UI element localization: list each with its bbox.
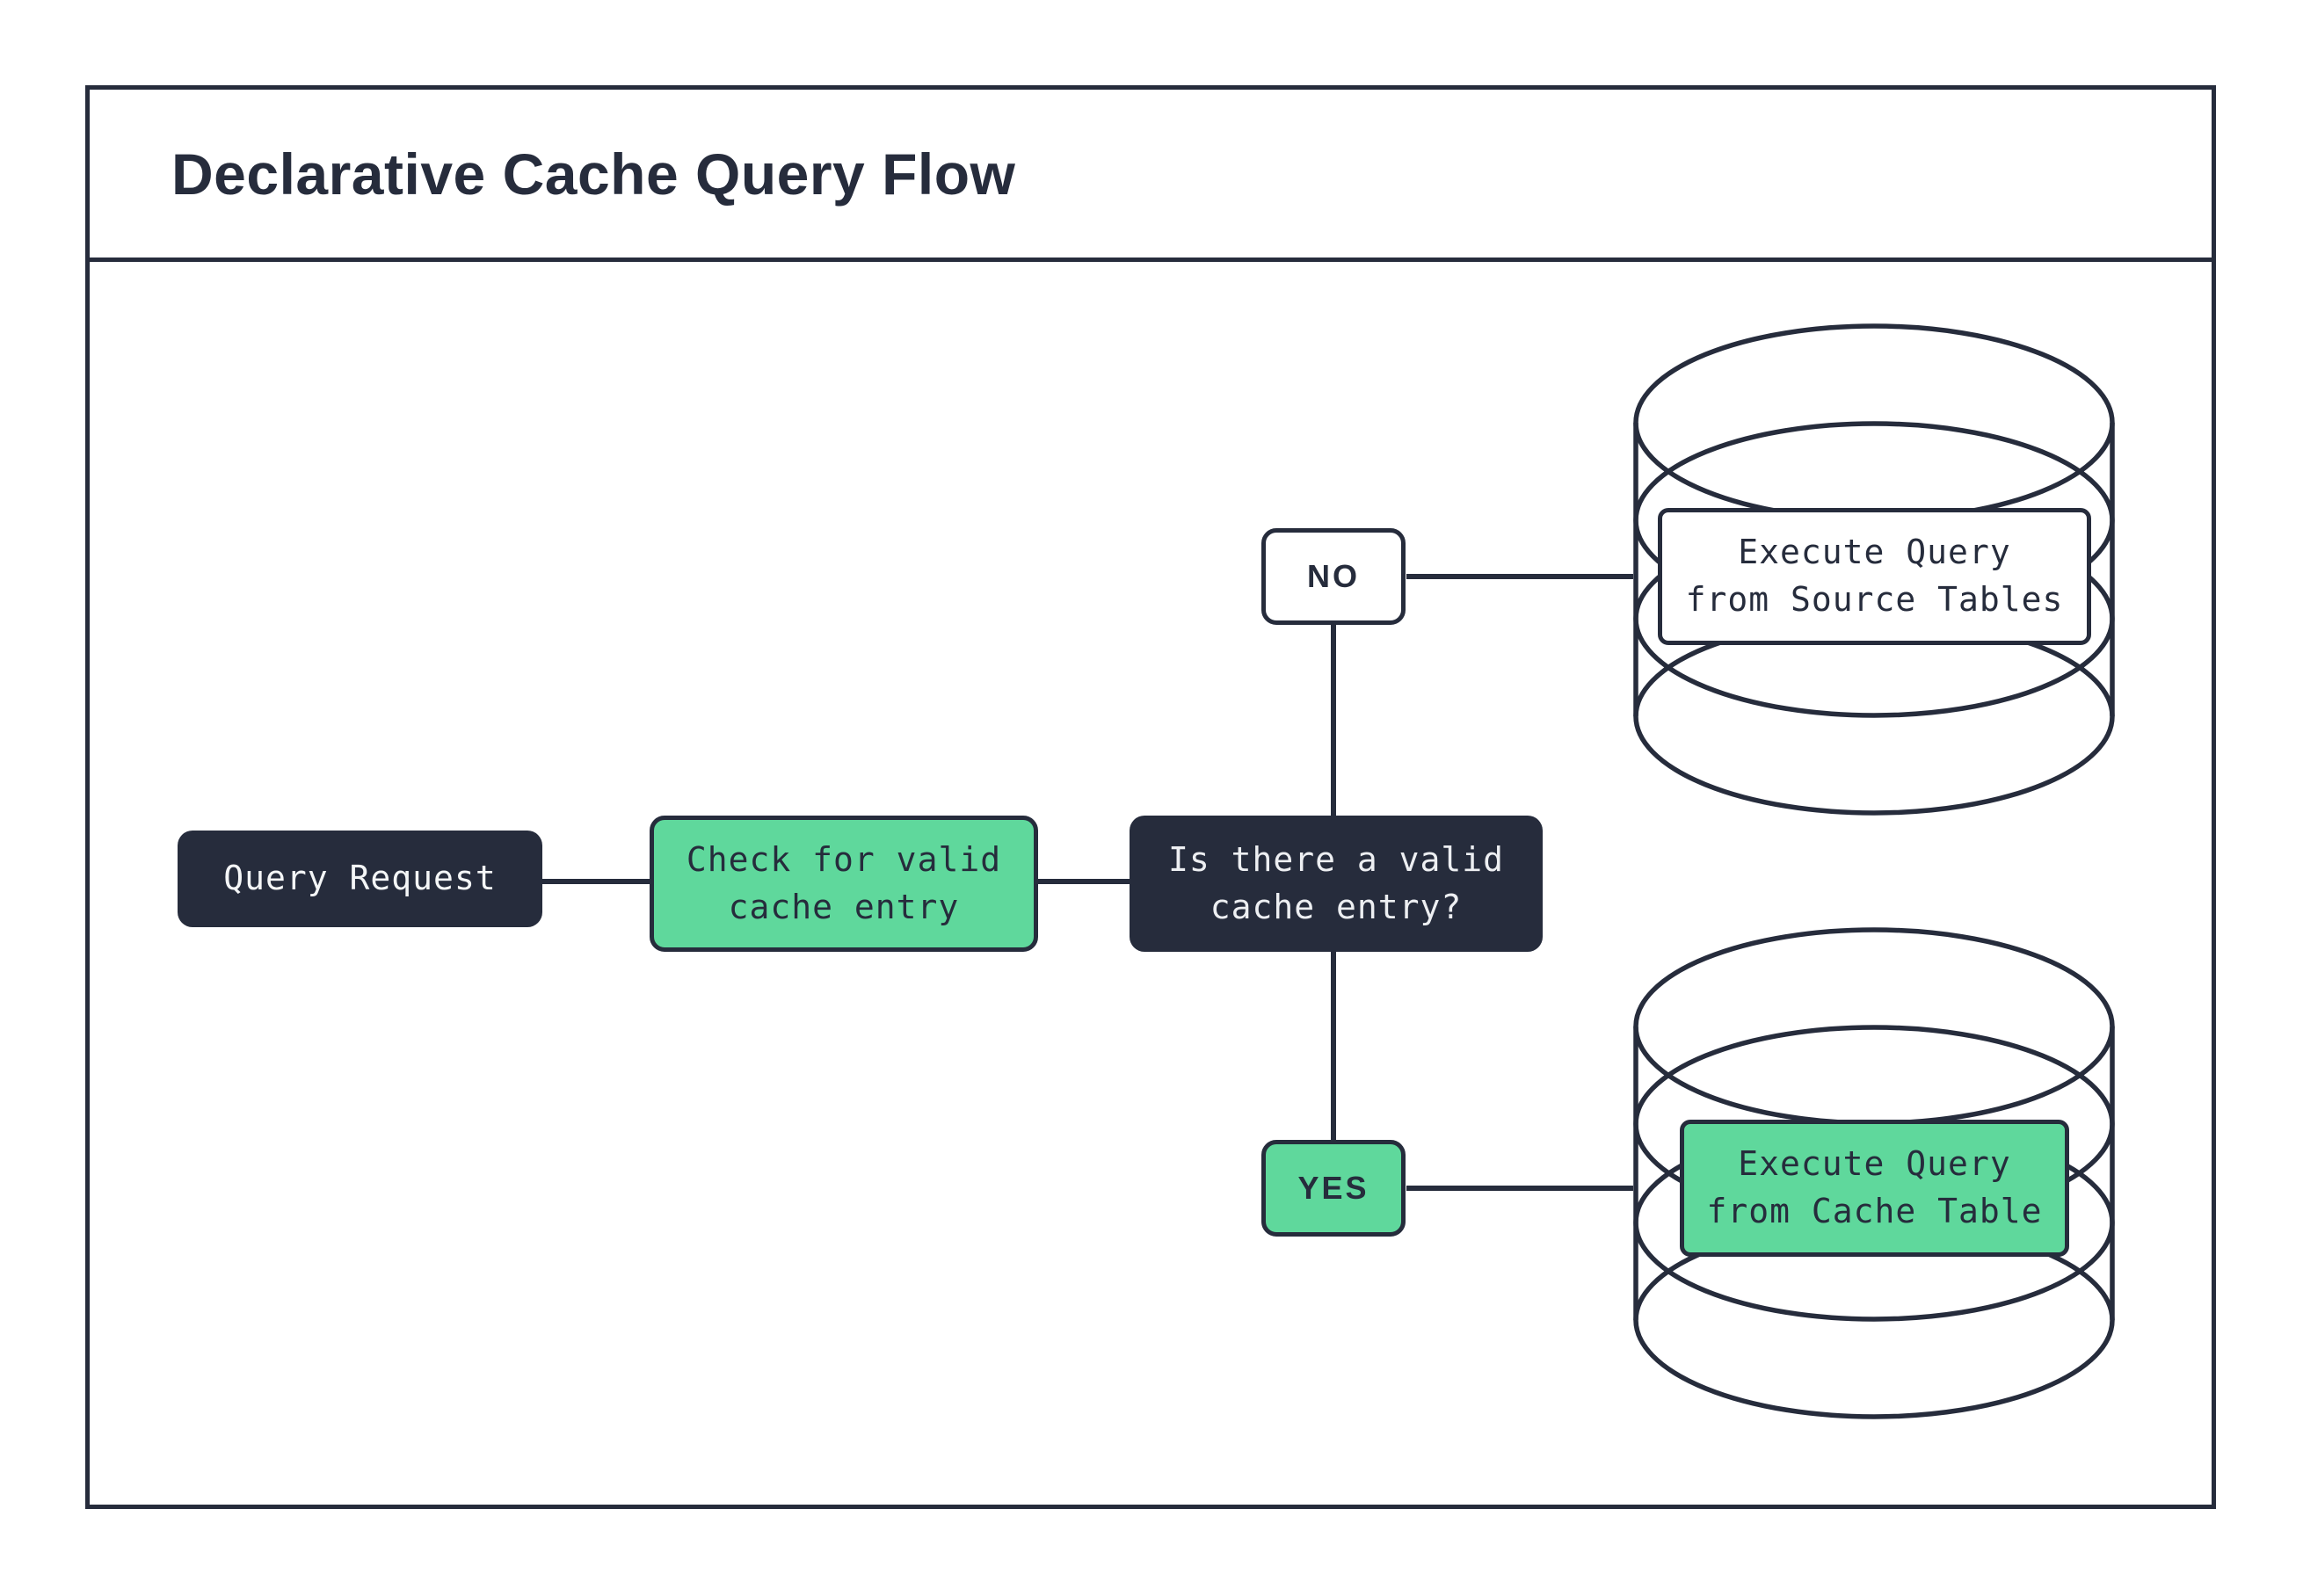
node-label-line: cache entry: [728, 887, 960, 926]
node-execute-cache: Execute Query from Cache Table: [1680, 1120, 2069, 1257]
connector-no-to-source-db: [1406, 574, 1633, 579]
node-label-line: Execute Query: [1738, 533, 2011, 572]
node-query-request: Query Request: [178, 831, 542, 927]
node-label-line: Is there a valid: [1167, 839, 1505, 879]
header-divider: [85, 258, 2216, 262]
node-label: Query Request: [223, 859, 497, 898]
node-label-line: from Source Tables: [1685, 580, 2064, 619]
branch-label-no: NO: [1261, 528, 1406, 625]
node-label-line: cache entry?: [1210, 887, 1463, 926]
node-decision-valid-cache: Is there a valid cache entry?: [1130, 816, 1543, 952]
connector-start-to-check: [542, 879, 650, 884]
diagram-header: Declarative Cache Query Flow: [90, 90, 2212, 258]
connector-check-to-decision: [1038, 879, 1130, 884]
node-execute-source: Execute Query from Source Tables: [1658, 508, 2091, 645]
branch-no-text: NO: [1307, 558, 1360, 595]
node-check-cache: Check for valid cache entry: [650, 816, 1038, 952]
node-label-line: Check for valid: [686, 839, 1002, 879]
branch-yes-text: YES: [1297, 1170, 1369, 1207]
branch-label-yes: YES: [1261, 1140, 1406, 1237]
page-title: Declarative Cache Query Flow: [171, 141, 1016, 207]
node-label-line: Execute Query: [1738, 1144, 2011, 1184]
connector-yes-to-cache-db: [1406, 1186, 1633, 1191]
node-label-line: from Cache Table: [1706, 1192, 2043, 1230]
